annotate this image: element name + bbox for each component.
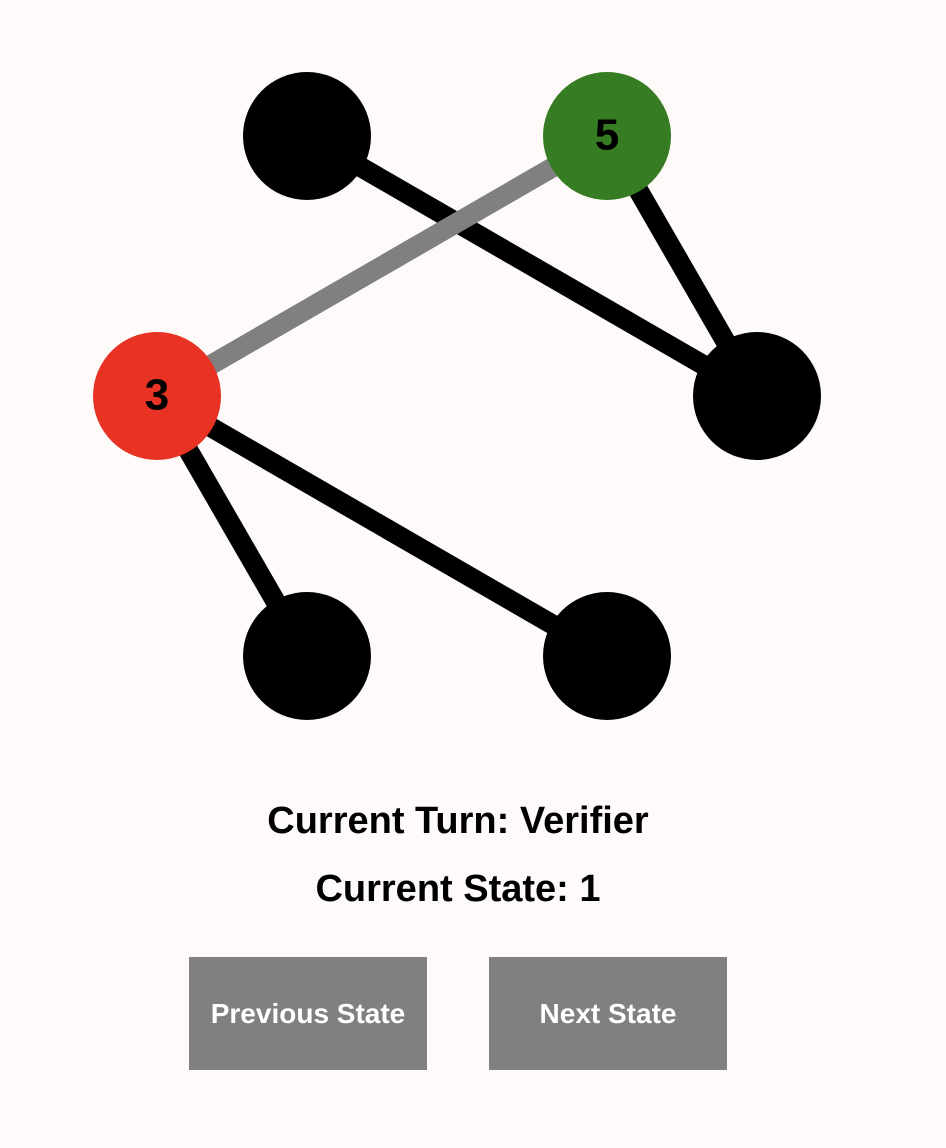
graph-node-n4[interactable] <box>243 592 371 720</box>
graph-node-n1[interactable]: 5 <box>543 72 671 200</box>
graph-edge-n2-n5 <box>151 387 613 665</box>
previous-state-button[interactable]: Previous State <box>189 957 427 1070</box>
graph-node-n5[interactable] <box>543 592 671 720</box>
graph-node-label: 3 <box>145 371 169 420</box>
current-state-label: Current State: <box>315 868 569 910</box>
edges-layer <box>148 127 766 665</box>
graph-node-n0[interactable] <box>243 72 371 200</box>
graph-node-n3[interactable] <box>693 332 821 460</box>
graph-node-circle[interactable] <box>243 592 371 720</box>
graph-edge-n0-n3 <box>301 127 763 405</box>
current-state-text: Current State: 1 <box>0 868 916 911</box>
game-graph: 53 <box>93 72 821 720</box>
current-turn-value: Verifier <box>519 800 649 842</box>
current-state-value: 1 <box>579 868 601 910</box>
graph-node-circle[interactable] <box>243 72 371 200</box>
current-turn-text: Current Turn: Verifier <box>0 800 916 843</box>
graph-node-n2[interactable]: 3 <box>93 332 221 460</box>
nodes-layer: 53 <box>93 72 821 720</box>
graph-node-circle[interactable] <box>543 72 671 200</box>
graph-node-label: 5 <box>595 111 619 160</box>
next-state-button[interactable]: Next State <box>489 957 727 1070</box>
graph-edge-n1-n2 <box>151 127 613 405</box>
graph-node-circle[interactable] <box>543 592 671 720</box>
current-turn-label: Current Turn: <box>267 800 510 842</box>
graph-node-circle[interactable] <box>93 332 221 460</box>
graph-node-circle[interactable] <box>693 332 821 460</box>
